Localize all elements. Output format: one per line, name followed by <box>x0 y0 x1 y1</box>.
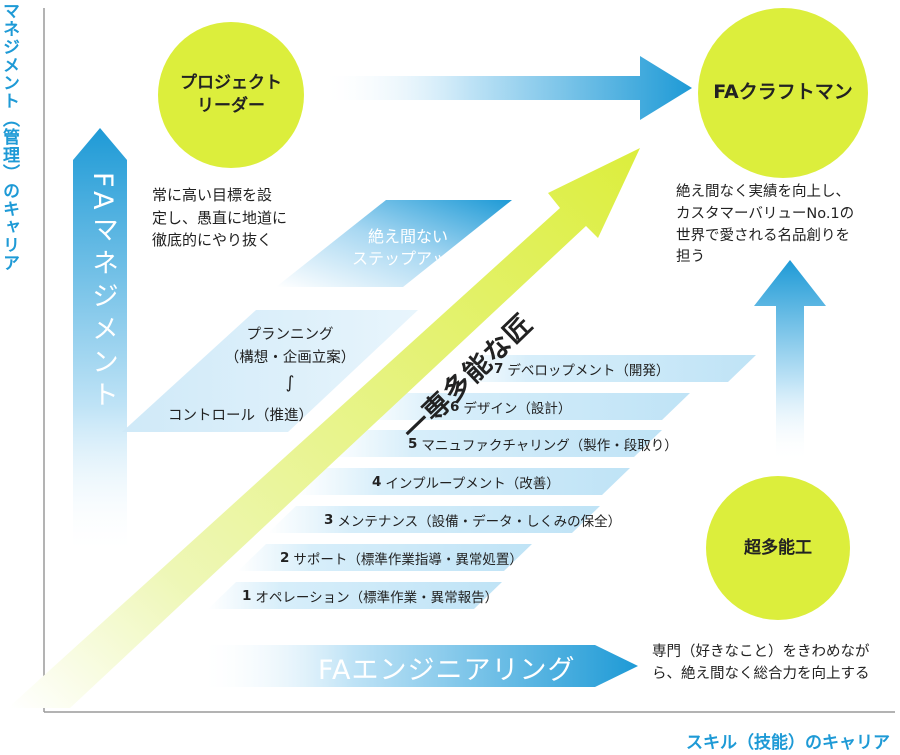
step-bar-4 <box>298 468 630 495</box>
step-bar-3 <box>268 506 600 533</box>
x-axis-label: スキル（技能）のキャリア <box>686 733 890 753</box>
step-6-text: デザイン（設計） <box>463 400 572 417</box>
super-multi-skilled-label: 超多能工 <box>744 537 812 558</box>
fa-engineering-description: 専門（好きなこと）をきわめなが ら、絶え間なく総合力を向上する <box>652 644 870 682</box>
step-2-num: 2 <box>280 549 290 566</box>
step-6-num: 6 <box>450 398 460 415</box>
y-axis-label: マネジメント（管理）のキャリア <box>0 2 19 272</box>
fa-management-arrow <box>73 128 127 556</box>
fa-craftsman-description: 絶え間なく実績を向上し、 カスタマーバリューNo.1の 世界で愛される名品創りを… <box>676 184 855 266</box>
step-4-num: 4 <box>372 473 382 490</box>
step-bar-1 <box>208 582 502 609</box>
step-5-num: 5 <box>408 435 418 452</box>
planning-block: プランニング （構想・企画立案） ∫ <box>190 324 390 398</box>
step-3-text: メンテナンス（設備・データ・しくみの保全） <box>337 513 622 530</box>
step-up-parallelogram <box>276 200 512 287</box>
project-leader-label: プロジェクト リーダー <box>180 73 282 116</box>
step-7-num: 7 <box>494 360 504 377</box>
step-2-text: サポート（標準作業指導・異常処置） <box>293 551 523 568</box>
step-bar-7 <box>452 355 756 382</box>
step-bar-6 <box>358 393 690 420</box>
diagonal-arrow <box>8 148 640 708</box>
fa-engineering-arrow <box>198 645 638 687</box>
step-1-text: オペレーション（標準作業・異常報告） <box>255 589 499 606</box>
step-bar-5 <box>328 430 662 457</box>
planning-parallelogram <box>122 310 418 432</box>
step-up-label: 絶え間ない ステップアップ <box>352 227 465 268</box>
planning-subtitle: （構想・企画立案） <box>224 350 356 367</box>
step-4-text: インプループメント（改善） <box>385 475 560 492</box>
top-horizontal-arrow <box>320 56 692 120</box>
step-3-num: 3 <box>324 511 334 528</box>
fa-craftsman-circle: FAクラフトマン <box>698 8 868 178</box>
step-7-text: デベロップメント（開発） <box>507 362 670 379</box>
step-1-num: 1 <box>242 587 252 604</box>
fa-craftsman-label: FAクラフトマン <box>713 81 853 104</box>
fa-management-label: FAマネジメント <box>87 172 118 414</box>
step-5-text: マニュファクチャリング（製作・段取り） <box>421 437 678 454</box>
super-multi-skilled-circle: 超多能工 <box>706 476 850 620</box>
right-up-arrow <box>754 260 826 462</box>
fa-engineering-label: FAエンジニアリング <box>318 655 576 686</box>
project-leader-description: 常に高い目標を設 定し、愚直に地道に 徹底的にやり抜く <box>152 186 288 249</box>
step-bar-2 <box>238 544 532 571</box>
planning-connector: ∫ <box>285 373 295 394</box>
project-leader-circle: プロジェクト リーダー <box>158 22 304 168</box>
planning-title: プランニング <box>246 327 334 343</box>
control-label: コントロール（推進） <box>168 408 313 424</box>
